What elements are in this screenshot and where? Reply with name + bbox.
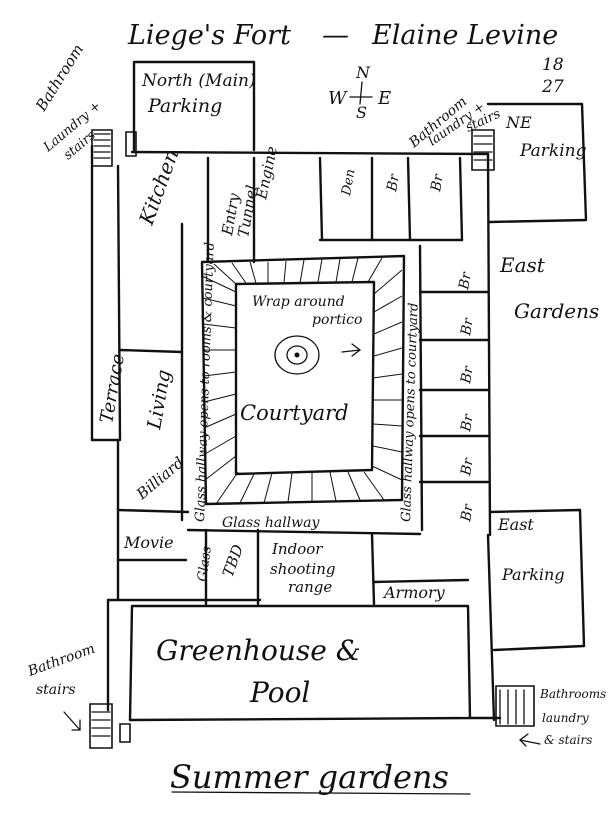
- sw-service-label-2: stairs: [36, 682, 76, 698]
- portico-label-line1: Wrap around: [252, 294, 345, 310]
- ne-stairs-icon: [471, 129, 495, 171]
- bedroom-label-east-4: Br: [458, 412, 477, 434]
- se-stairs-icon: [495, 685, 535, 727]
- movie-label: Movie: [123, 533, 174, 552]
- bedroom-label-north-1: Br: [384, 172, 403, 194]
- portico-arrow-icon: [341, 343, 362, 357]
- east-parking-label-1: East: [497, 515, 534, 534]
- compass-west: W: [328, 88, 348, 109]
- shooting-range-label-1: Indoor: [271, 540, 323, 558]
- armory-label: Armory: [382, 583, 446, 602]
- bedroom-label-east-3: Br: [458, 364, 477, 386]
- portico-hatching: [201, 257, 403, 505]
- sw-service-label-1: Bathroom: [25, 641, 97, 680]
- bedroom-label-east-2: Br: [458, 316, 477, 338]
- compass-north: N: [355, 63, 371, 82]
- bedroom-label-east-5: Br: [458, 456, 477, 478]
- bedroom-label-east-1: Br: [456, 270, 475, 292]
- se-service-arrow-icon: [519, 733, 541, 747]
- plan-title: Liege's Fort: [127, 20, 291, 51]
- east-parking-label-2: Parking: [501, 565, 565, 584]
- courtyard: Courtyard Wrap around portico: [200, 254, 406, 506]
- sw-stairs-icon: [89, 703, 131, 749]
- north-parking-label-1: North (Main): [141, 71, 256, 91]
- shooting-range-label-3: range: [288, 578, 332, 596]
- title-dash: —: [322, 20, 349, 51]
- author-name: Elaine Levine: [371, 20, 558, 51]
- greenhouse-label-2: Pool: [249, 676, 310, 709]
- portico-label-line2: portico: [312, 312, 362, 328]
- fountain-icon: [274, 335, 320, 375]
- nw-stairs-icon: [91, 129, 137, 167]
- nw-service-label-1: Bathroom: [32, 41, 88, 115]
- living-label: Living: [143, 368, 175, 432]
- bedroom-label-east-6: Br: [458, 502, 477, 524]
- ne-parking-label-1: NE: [505, 113, 532, 132]
- terrace-label: Terrace: [96, 352, 129, 425]
- date-top: 18: [542, 55, 564, 75]
- sw-service-arrow-icon: [63, 711, 81, 731]
- ne-parking-label-2: Parking: [519, 141, 587, 161]
- west-hallway-label: Glass hallway opens to rooms & courtyard: [193, 242, 218, 522]
- se-service-label-1: Bathrooms: [539, 687, 606, 701]
- greenhouse-label-1: Greenhouse &: [156, 634, 361, 667]
- den-label: Den: [339, 168, 359, 198]
- compass-south: S: [356, 103, 367, 122]
- date-bottom: 27: [541, 77, 564, 97]
- south-west-hallway-label: Glass: [195, 545, 215, 583]
- tbd-label: TBD: [219, 542, 247, 579]
- shooting-range-label-2: shooting: [270, 560, 336, 578]
- compass-east: E: [377, 88, 391, 109]
- compass-rose: N W E S: [328, 63, 391, 122]
- billiard-label: Billiard: [132, 453, 187, 503]
- bedroom-label-north-2: Br: [428, 172, 447, 194]
- south-hallway-label: Glass hallway: [222, 515, 320, 531]
- east-gardens-label-1: East: [499, 253, 546, 277]
- se-service-label-3: & stairs: [544, 733, 592, 747]
- courtyard-label: Courtyard: [240, 401, 349, 425]
- summer-gardens-underline: [171, 791, 471, 795]
- building-walls: [90, 60, 588, 722]
- se-service-label-2: laundry: [542, 711, 589, 725]
- kitchen-label: Kitchen: [134, 146, 184, 229]
- north-parking-label-2: Parking: [147, 95, 222, 117]
- east-gardens-label-2: Gardens: [514, 299, 599, 323]
- summer-gardens-label: Summer gardens: [170, 758, 449, 796]
